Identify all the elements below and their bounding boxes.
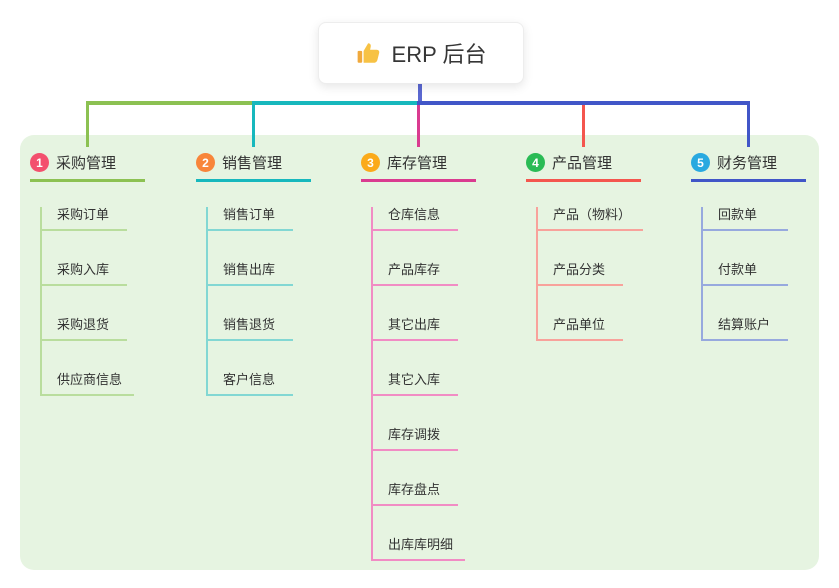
branch-number-badge: 4 — [526, 153, 545, 172]
child-node[interactable]: 仓库信息 — [373, 207, 458, 231]
branch-children: 销售订单销售出库销售退货客户信息 — [206, 207, 311, 396]
child-node[interactable]: 销售退货 — [208, 317, 293, 341]
child-node[interactable]: 产品（物料） — [538, 207, 644, 231]
child-node[interactable]: 产品库存 — [373, 262, 458, 286]
branch-label: 库存管理 — [387, 155, 448, 172]
child-node[interactable]: 销售订单 — [208, 207, 293, 231]
child-node[interactable]: 付款单 — [703, 262, 788, 286]
branch-node: 3 库存管理 仓库信息产品库存其它出库其它入库库存调拨库存盘点出库库明细 — [361, 150, 476, 561]
child-node[interactable]: 出库库明细 — [373, 537, 466, 561]
connector-drop-3 — [417, 101, 420, 147]
thumbs-up-icon — [356, 40, 382, 66]
root-label: ERP 后台 — [391, 42, 487, 67]
branch-label: 产品管理 — [552, 155, 613, 172]
connector-horizontal-5 — [417, 101, 750, 105]
branch-node: 2 销售管理 销售订单销售出库销售退货客户信息 — [196, 150, 311, 396]
branch-number-badge: 3 — [361, 153, 380, 172]
child-node[interactable]: 采购订单 — [42, 207, 127, 231]
branch-label: 采购管理 — [56, 155, 117, 172]
child-node[interactable]: 供应商信息 — [42, 372, 135, 396]
connector-drop-4 — [582, 101, 585, 147]
child-node[interactable]: 产品分类 — [538, 262, 623, 286]
child-node[interactable]: 其它出库 — [373, 317, 458, 341]
branch-number-badge: 2 — [196, 153, 215, 172]
branches-panel — [20, 135, 819, 570]
child-node[interactable]: 库存调拨 — [373, 427, 458, 451]
branch-node: 5 财务管理 回款单付款单结算账户 — [691, 150, 806, 341]
connector-drop-5 — [747, 101, 750, 147]
branch-header[interactable]: 1 采购管理 — [30, 150, 145, 182]
branch-header[interactable]: 4 产品管理 — [526, 150, 641, 182]
child-node[interactable]: 结算账户 — [703, 317, 788, 341]
connector-root-vertical — [418, 82, 422, 105]
child-node[interactable]: 产品单位 — [538, 317, 623, 341]
branch-header[interactable]: 5 财务管理 — [691, 150, 806, 182]
connector-drop-1 — [86, 101, 89, 147]
connector-horizontal-2 — [252, 101, 420, 105]
child-node[interactable]: 采购退货 — [42, 317, 127, 341]
branch-header[interactable]: 2 销售管理 — [196, 150, 311, 182]
child-node[interactable]: 客户信息 — [208, 372, 293, 396]
root-node[interactable]: ERP 后台 — [318, 22, 524, 84]
connector-drop-2 — [252, 101, 255, 147]
branch-node: 4 产品管理 产品（物料） 产品分类产品单位 — [526, 150, 644, 341]
child-node[interactable]: 采购入库 — [42, 262, 127, 286]
branch-children: 仓库信息产品库存其它出库其它入库库存调拨库存盘点出库库明细 — [371, 207, 476, 561]
branch-label: 销售管理 — [222, 155, 283, 172]
child-node[interactable]: 回款单 — [703, 207, 788, 231]
branch-number-badge: 5 — [691, 153, 710, 172]
branch-children: 回款单付款单结算账户 — [701, 207, 806, 341]
child-node[interactable]: 库存盘点 — [373, 482, 458, 506]
branch-children: 产品（物料） 产品分类产品单位 — [536, 207, 644, 341]
branch-number-badge: 1 — [30, 153, 49, 172]
branch-node: 1 采购管理 采购订单采购入库采购退货供应商信息 — [30, 150, 145, 396]
branch-children: 采购订单采购入库采购退货供应商信息 — [40, 207, 145, 396]
child-node[interactable]: 其它入库 — [373, 372, 458, 396]
branch-header[interactable]: 3 库存管理 — [361, 150, 476, 182]
branch-label: 财务管理 — [717, 155, 778, 172]
child-node[interactable]: 销售出库 — [208, 262, 293, 286]
